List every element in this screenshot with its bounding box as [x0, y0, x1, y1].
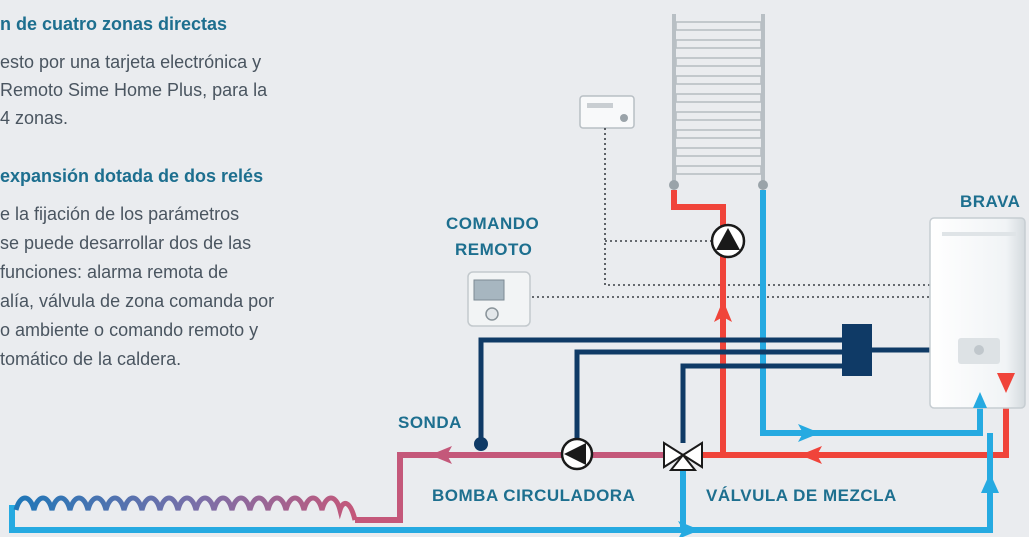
- mixing-valve-icon: [663, 441, 703, 471]
- circulator-pump-icon: [560, 437, 594, 471]
- paragraph-line-5: se puede desarrollar dos de las: [0, 233, 252, 253]
- paragraph-line-1: esto por una tarjeta electrónica y: [0, 52, 262, 72]
- remote-command-device: [467, 271, 531, 327]
- flow-arrows: [430, 300, 1015, 537]
- expansion-relay-box: [842, 324, 872, 376]
- paragraph-line-3: 4 zonas.: [0, 108, 69, 128]
- radiator-pump-icon: [710, 223, 746, 259]
- probe-sensor: [474, 437, 488, 451]
- control-wires: [532, 128, 930, 298]
- paragraph-line-9: tomático de la caldera.: [0, 349, 182, 369]
- electric-cables: [478, 337, 930, 443]
- paragraph-line-6: funciones: alarma remota de: [0, 262, 229, 282]
- paragraph-line-7: alía, válvula de zona comanda por: [0, 291, 275, 311]
- floor-supply-pipe: [355, 452, 664, 523]
- label-sonda: SONDA: [398, 413, 462, 432]
- floor-heating-coil: [13, 495, 358, 521]
- label-comando: COMANDO: [446, 214, 540, 233]
- label-valvula-mezcla: VÁLVULA DE MEZCLA: [706, 486, 897, 505]
- heading-four-zones: n de cuatro zonas directas: [0, 14, 228, 34]
- paragraph-line-8: o ambiente o comando remoto y: [0, 320, 259, 340]
- label-brava: BRAVA: [960, 192, 1021, 211]
- paragraph-line-2: Remoto Sime Home Plus, para la: [0, 80, 268, 100]
- heading-expansion: expansión dotada de dos relés: [0, 166, 264, 186]
- label-bomba-circuladora: BOMBA CIRCULADORA: [432, 486, 636, 505]
- paragraph-line-4: e la fijación de los parámetros: [0, 204, 240, 224]
- room-thermostat: [579, 95, 635, 129]
- towel-radiator: [669, 14, 768, 190]
- label-remoto: REMOTO: [455, 240, 533, 259]
- boiler-brava: [929, 217, 1026, 409]
